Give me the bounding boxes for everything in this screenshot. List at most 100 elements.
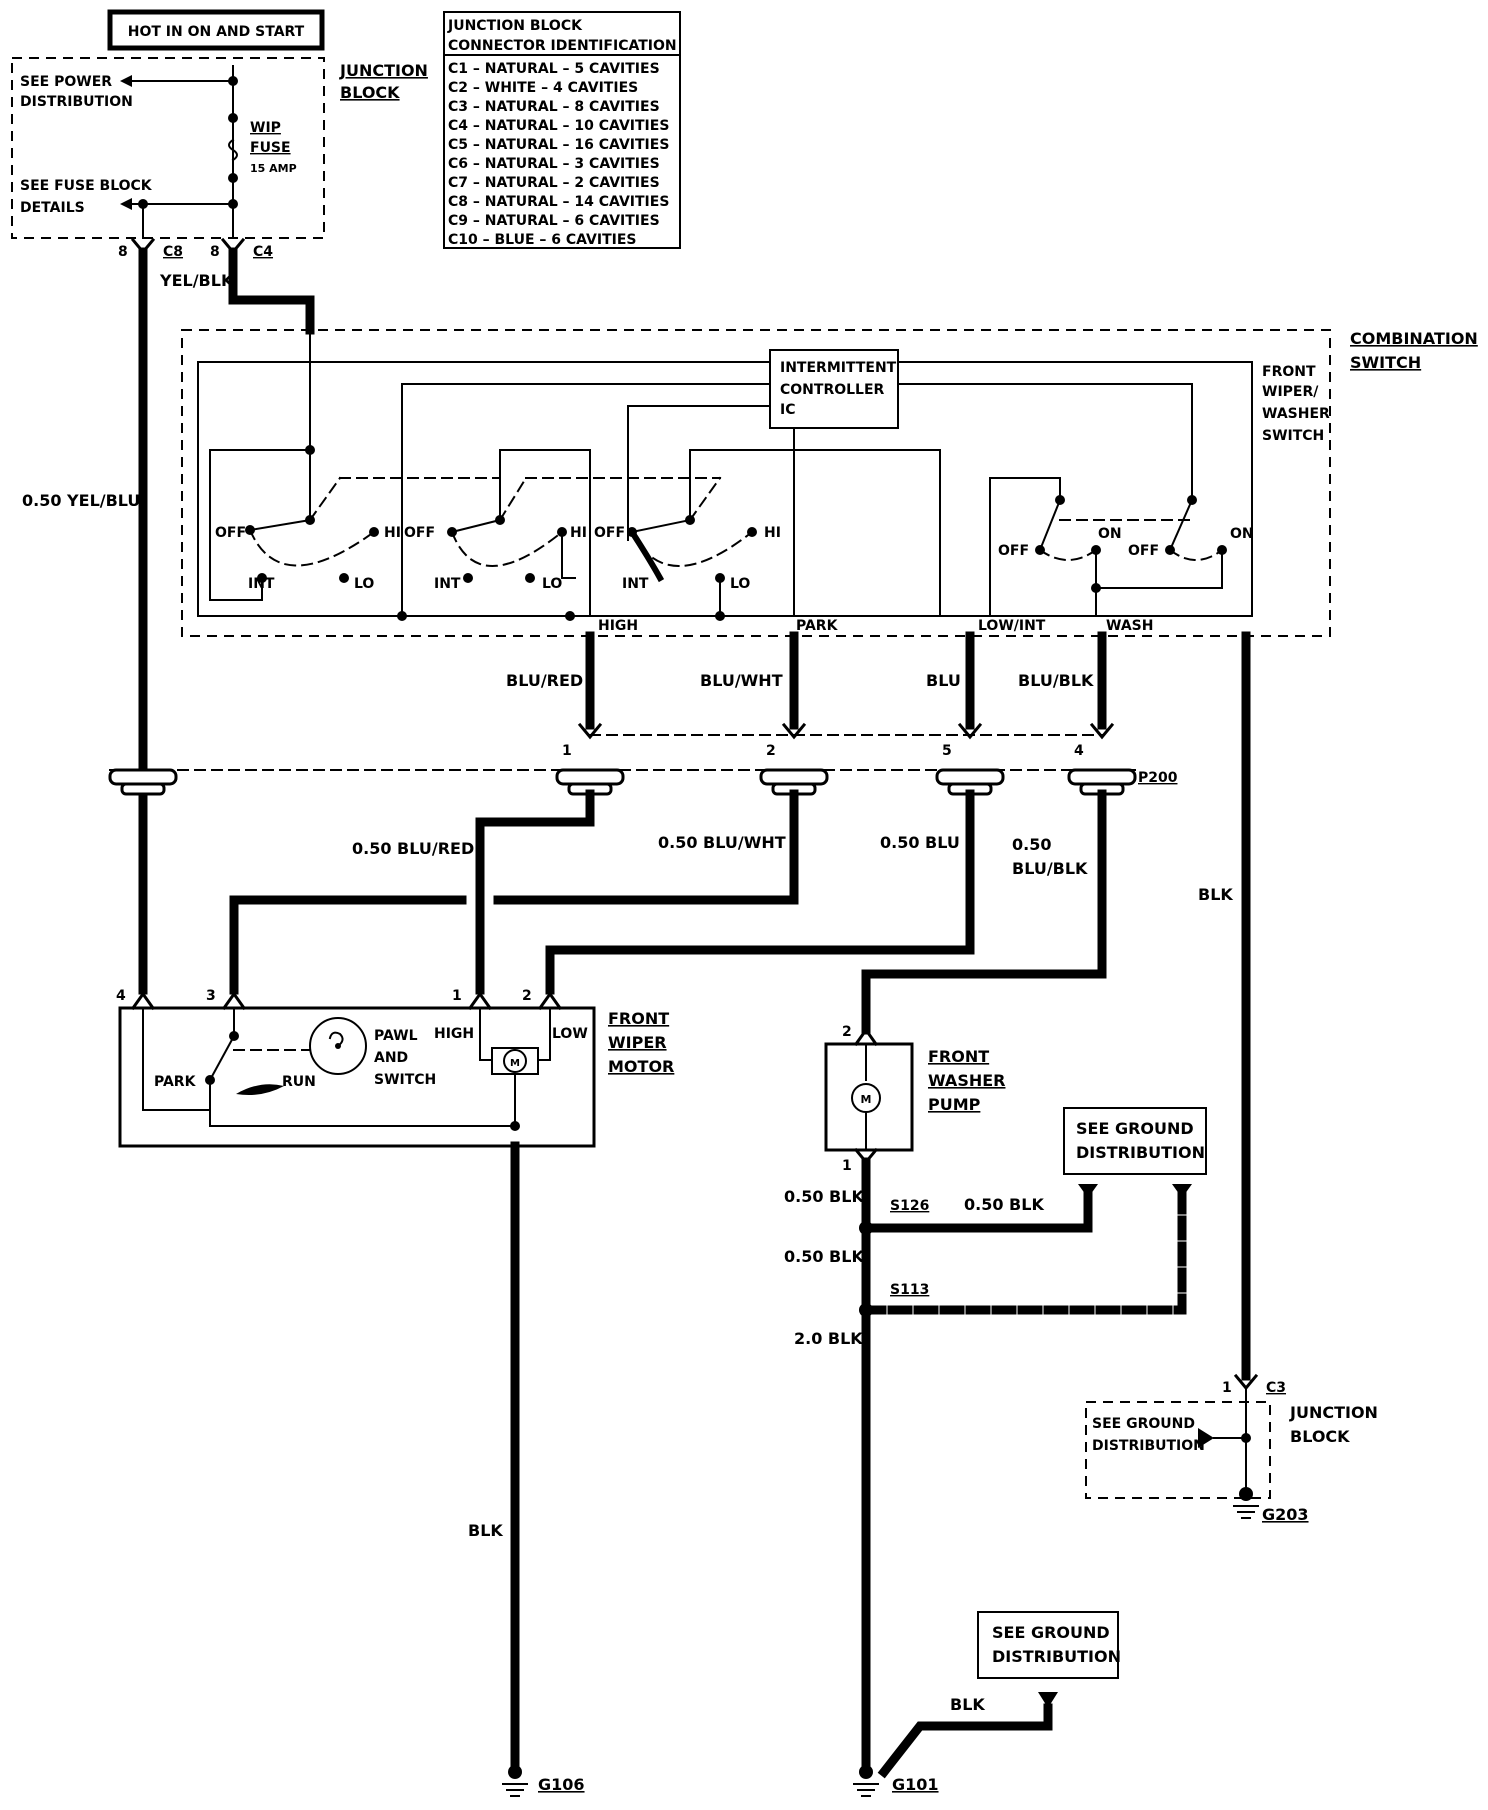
switch-pos-hi: HI [570,525,587,541]
ground-distribution-box-2: SEE GROUND DISTRIBUTION BLK G101 [853,1611,1121,1797]
wiper-switch-title-3: WASHER [1262,406,1330,422]
pawl-label-3: SWITCH [374,1072,436,1088]
switch-pos-lo: LO [730,576,750,592]
pin-label: 1 [842,1158,852,1174]
motor-symbol: M [510,1058,520,1069]
switch-pos-int: INT [434,576,461,592]
ground-ref-2: DISTRIBUTION [1092,1438,1205,1454]
pin-label: 2 [522,988,532,1004]
fuse-icon [228,138,238,162]
output-lowint-label: LOW/INT [978,618,1046,634]
table-header: JUNCTION BLOCK [447,18,583,34]
table-row: C10 – BLUE – 6 CAVITIES [448,232,637,248]
wire-label: BLK [1198,885,1233,904]
switch-pos-on: ON [1230,526,1254,542]
power-label-box: HOT IN ON AND START [107,9,325,51]
switch-pos-off: OFF [215,525,246,541]
ground-ref: SEE GROUND [992,1623,1110,1642]
table-row: C5 – NATURAL – 16 CAVITIES [448,137,669,153]
connector-label: C8 [163,244,183,260]
output-park-label: PARK [796,618,839,634]
pump-ground-wiring: 0.50 BLK S126 0.50 BLK 0.50 BLK S113 2.0… [784,1157,1192,1777]
bottom-junction-block: 1 C3 JUNCTION BLOCK SEE GROUND DISTRIBUT… [1085,1373,1378,1524]
connector-label: C3 [1266,1380,1286,1396]
switch-pos-lo: LO [354,576,374,592]
ground-ref-2: DISTRIBUTION [1076,1143,1205,1162]
switch-pos-off: OFF [594,525,625,541]
combination-switch-title-2: SWITCH [1350,353,1421,372]
wire-label: YEL/BLK [159,271,234,290]
wire-label: 2.0 BLK [794,1329,863,1348]
ic-label-2: CONTROLLER [780,382,885,398]
junction-block-title: JUNCTION [1289,1403,1378,1422]
wire-label: 0.50 BLK [784,1247,864,1266]
p200-connector: P200 [108,768,1178,796]
p200-label: P200 [1138,770,1178,786]
pawl-label: PAWL [374,1028,418,1044]
washer-pump-title-3: PUMP [928,1095,981,1114]
ground-ref-2: DISTRIBUTION [992,1647,1121,1666]
wire-label: BLK [950,1695,985,1714]
table-row: C8 – NATURAL – 14 CAVITIES [448,194,669,210]
table-row: C9 – NATURAL – 6 CAVITIES [448,213,660,229]
pin-label: 3 [206,988,216,1004]
run-contact-icon [236,1084,284,1095]
combination-switch: COMBINATION SWITCH FRONT WIPER/ WASHER S… [181,329,1478,637]
pawl-icon [309,1017,367,1075]
table-row: C4 – NATURAL – 10 CAVITIES [448,118,669,134]
table-header-2: CONNECTOR IDENTIFICATION [448,38,677,54]
pin-label: 8 [210,244,220,260]
wire-label: 0.50 BLK [784,1187,864,1206]
ground-icon [1233,1487,1259,1519]
pin-label: 8 [118,244,128,260]
pin-label: 1 [562,743,572,759]
pin-label: 4 [116,988,126,1004]
wiper-motor-title: FRONT [608,1009,669,1028]
ic-label-3: IC [780,402,795,418]
ground-g101-label: G101 [892,1775,939,1794]
wiper-motor-title-3: MOTOR [608,1057,674,1076]
switch-pos-off: OFF [1128,543,1159,559]
front-wiper-motor: FRONT WIPER MOTOR 4 3 1 2 PARK RUN PAWL … [116,988,674,1148]
lower-wires: 0.50 BLU/RED 0.50 BLU/WHT 0.50 BLU 0.50 … [229,631,1251,1381]
wire-label: BLU/BLK [1012,859,1088,878]
wire-label: 0.50 BLU [880,833,960,852]
wire-label: 0.50 [1012,835,1051,854]
table-row: C3 – NATURAL – 8 CAVITIES [448,99,660,115]
power-distribution-ref: SEE POWER [20,74,112,90]
pin-label: 1 [452,988,462,1004]
ground-icon [502,1765,528,1797]
pin-label: 4 [1074,743,1084,759]
pin-label: 1 [1222,1380,1232,1396]
connector-id-table: JUNCTION BLOCK CONNECTOR IDENTIFICATION … [443,11,681,249]
switch-pos-off: OFF [998,543,1029,559]
connector-icon [108,768,178,796]
fuse-block-ref: SEE FUSE BLOCK [20,178,153,194]
wiper-switch-title-4: SWITCH [1262,428,1324,444]
fuse-block-ref-2: DETAILS [20,200,85,216]
splice-label: S113 [890,1282,929,1298]
junction-block-title-2: BLOCK [340,83,400,102]
ground-ref: SEE GROUND [1092,1416,1195,1432]
pin-label: 2 [842,1024,852,1040]
high-label: HIGH [434,1026,474,1042]
pawl-label-2: AND [374,1050,408,1066]
ground-g203-label: G203 [1262,1505,1309,1524]
ground-distribution-box-1: SEE GROUND DISTRIBUTION [1063,1107,1207,1175]
ground-ref: SEE GROUND [1076,1119,1194,1138]
switch-pos-on: ON [1098,526,1122,542]
wire-label: 0.50 YEL/BLU [22,491,140,510]
wiper-switch-title: FRONT [1262,364,1316,380]
table-row: C7 – NATURAL – 2 CAVITIES [448,175,660,191]
washer-pump-title-2: WASHER [928,1071,1005,1090]
top-wires: 0.50 YEL/BLU YEL/BLK [22,247,315,995]
output-high-label: HIGH [598,618,638,634]
ic-label: INTERMITTENT [780,360,897,376]
wire-label: 0.50 BLU/WHT [658,833,786,852]
ground-g106-label: G106 [538,1775,585,1794]
park-label: PARK [154,1074,197,1090]
front-washer-pump: FRONT WASHER PUMP 2 M 1 [824,1024,1005,1174]
switch-pos-hi: HI [384,525,401,541]
fuse-name-2: FUSE [250,140,291,156]
connector-icon [759,768,829,796]
